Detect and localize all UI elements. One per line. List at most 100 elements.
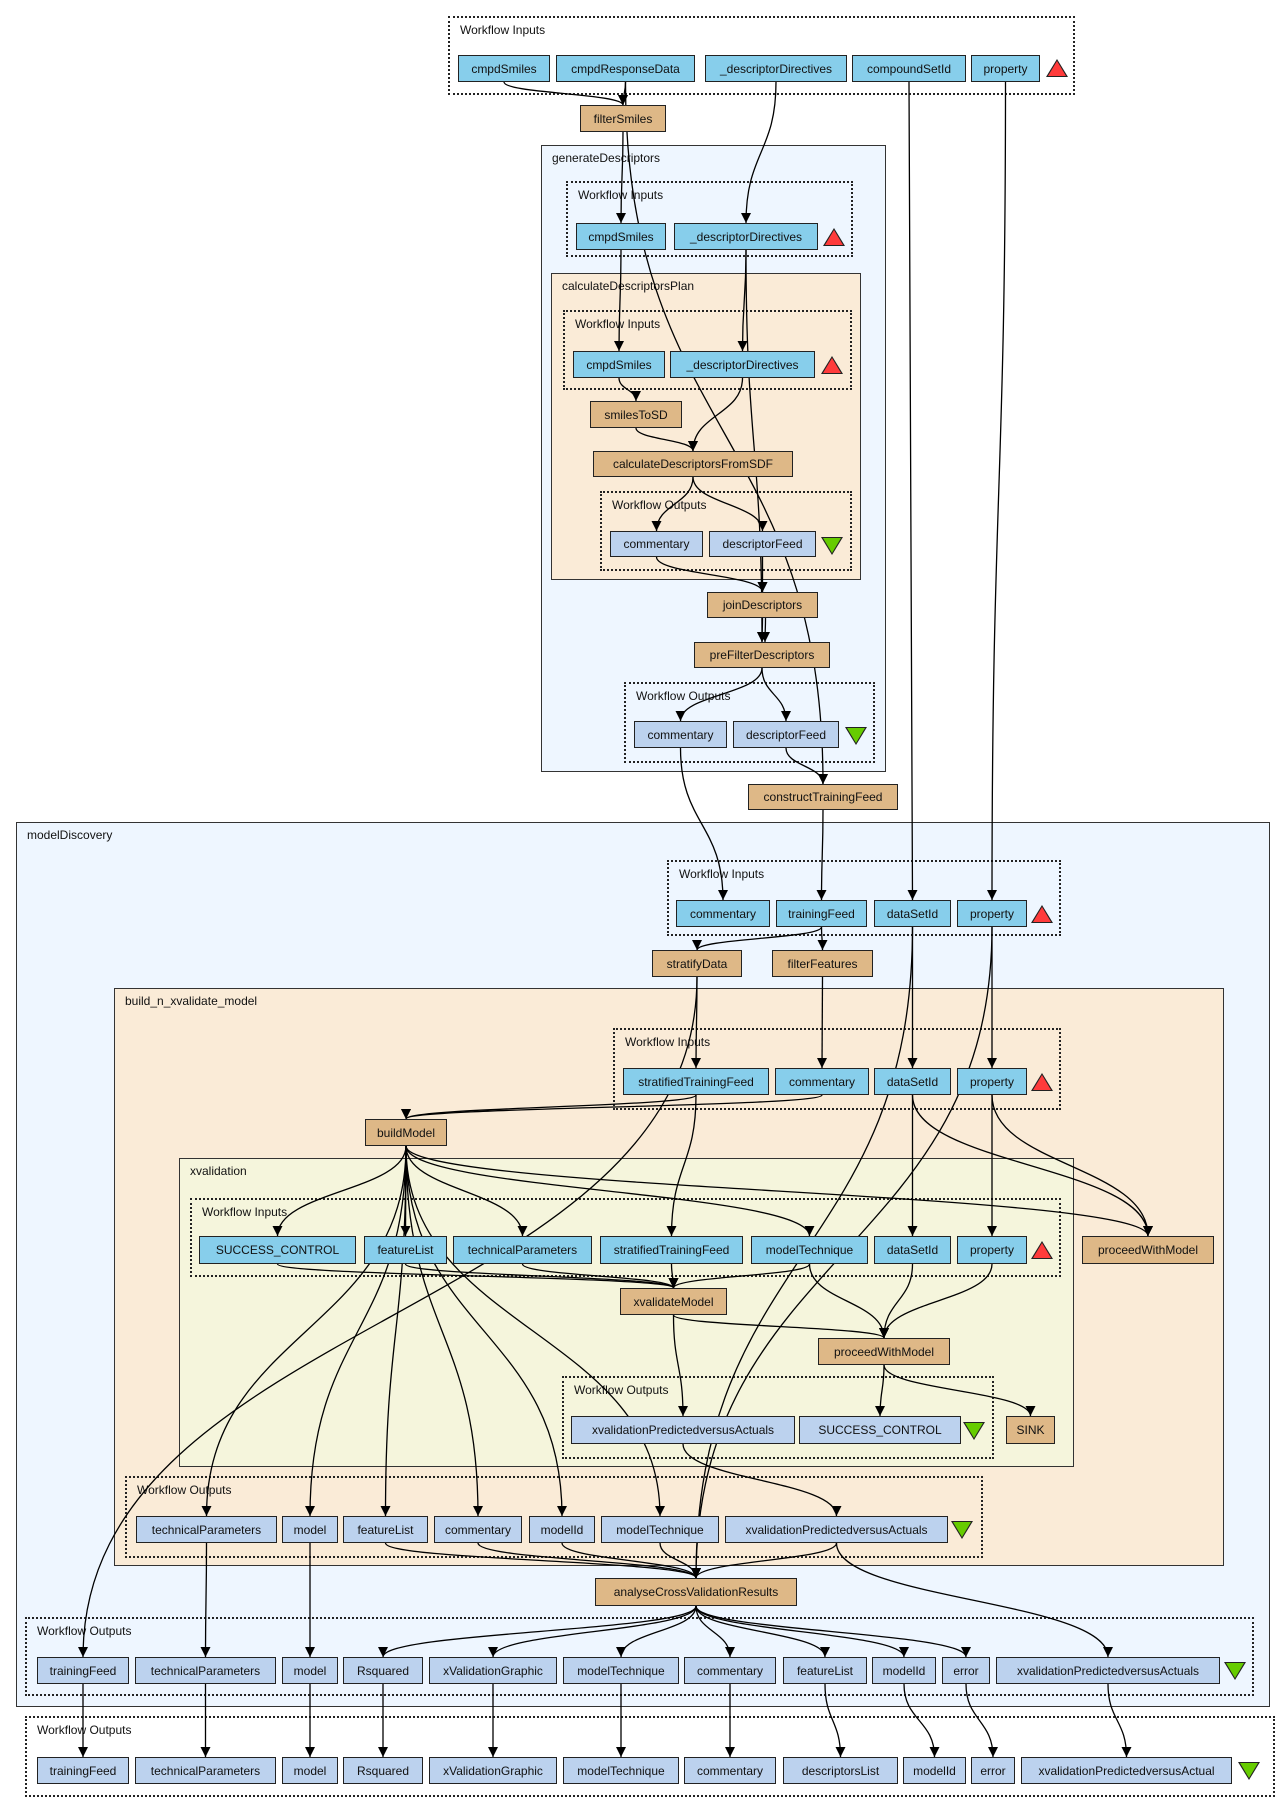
output-port-bo-featurelist[interactable]: featureList bbox=[343, 1516, 428, 1543]
input-port-mi-datasetid[interactable]: dataSetId bbox=[874, 900, 951, 927]
output-port-mo-model[interactable]: model bbox=[282, 1657, 338, 1684]
processor-p-calculatedescriptorsfromsdf[interactable]: calculateDescriptorsFromSDF bbox=[593, 451, 793, 477]
input-port-bi-property[interactable]: property bbox=[957, 1068, 1027, 1095]
cluster-label: calculateDescriptorsPlan bbox=[562, 279, 695, 293]
input-port-ci-cmpdsmiles[interactable]: cmpdSmiles bbox=[573, 351, 665, 378]
input-port-bi-commentary[interactable]: commentary bbox=[775, 1068, 869, 1095]
calculate-descriptors-inputs: Workflow Inputs bbox=[563, 310, 852, 390]
outputs-marker-icon bbox=[963, 1422, 985, 1440]
output-port-mo-modelid[interactable]: modelId bbox=[872, 1657, 936, 1684]
output-port-bo-commentary[interactable]: commentary bbox=[434, 1516, 522, 1543]
output-port-to-xvalidationpredictedversusactual[interactable]: xvalidationPredictedversusActual bbox=[1021, 1757, 1232, 1784]
input-port-xi-property[interactable]: property bbox=[957, 1236, 1027, 1264]
input-port-xi-featurelist[interactable]: featureList bbox=[364, 1236, 447, 1264]
cluster-label: generateDescriptors bbox=[552, 151, 661, 165]
processor-p-analysecrossvalidationresults[interactable]: analyseCrossValidationResults bbox=[595, 1578, 797, 1606]
cluster-label: Workflow Inputs bbox=[578, 188, 664, 202]
top-workflow-outputs: Workflow Outputs bbox=[25, 1716, 1275, 1797]
input-port-xi-technicalparameters[interactable]: technicalParameters bbox=[453, 1236, 592, 1264]
outputs-marker-icon bbox=[1224, 1662, 1246, 1680]
edge-ti-property-to-mi-property bbox=[987, 81, 1007, 901]
output-port-to-modelid[interactable]: modelId bbox=[903, 1757, 966, 1784]
output-port-mo-error[interactable]: error bbox=[942, 1657, 990, 1684]
output-port-bo-modelid[interactable]: modelId bbox=[529, 1516, 595, 1543]
output-port-bo-model[interactable]: model bbox=[282, 1516, 338, 1543]
cluster-label: Workflow Inputs bbox=[575, 317, 661, 331]
inputs-marker-icon bbox=[1031, 905, 1053, 923]
processor-p-sink[interactable]: SINK bbox=[1006, 1416, 1055, 1444]
output-port-to-technicalparameters[interactable]: technicalParameters bbox=[135, 1757, 276, 1784]
input-port-mi-commentary[interactable]: commentary bbox=[676, 900, 770, 927]
output-port-mo-modeltechnique[interactable]: modelTechnique bbox=[563, 1657, 679, 1684]
cluster-label: Workflow Outputs bbox=[37, 1723, 132, 1737]
cluster-label: Workflow Inputs bbox=[679, 867, 765, 881]
processor-p-filtersmiles[interactable]: filterSmiles bbox=[580, 105, 666, 132]
processor-p-filterfeatures[interactable]: filterFeatures bbox=[772, 950, 873, 977]
output-port-mo-featurelist[interactable]: featureList bbox=[783, 1657, 867, 1684]
cluster-label: Workflow Outputs bbox=[636, 689, 731, 703]
input-port-xi-datasetid[interactable]: dataSetId bbox=[874, 1236, 951, 1264]
output-port-xo-xvalidationpredictedversusactuals[interactable]: xvalidationPredictedversusActuals bbox=[571, 1416, 795, 1444]
output-port-mo-xvalidationpredictedversusactuals[interactable]: xvalidationPredictedversusActuals bbox=[996, 1657, 1220, 1684]
processor-p-xvalidatemodel[interactable]: xvalidateModel bbox=[620, 1288, 727, 1315]
processor-p-prefilterdescriptors[interactable]: preFilterDescriptors bbox=[694, 642, 830, 668]
input-port-bi-datasetid[interactable]: dataSetId bbox=[874, 1068, 951, 1095]
cluster-label: Workflow Outputs bbox=[612, 498, 707, 512]
output-port-mo-commentary[interactable]: commentary bbox=[684, 1657, 776, 1684]
input-port-ci-descriptordirectives[interactable]: _descriptorDirectives bbox=[670, 351, 815, 378]
cluster-label: Workflow Outputs bbox=[37, 1624, 132, 1638]
input-port-xi-stratifiedtrainingfeed[interactable]: stratifiedTrainingFeed bbox=[600, 1236, 743, 1264]
output-port-mo-technicalparameters[interactable]: technicalParameters bbox=[135, 1657, 276, 1684]
outputs-marker-icon bbox=[845, 727, 867, 745]
processor-p-buildmodel[interactable]: buildModel bbox=[365, 1119, 447, 1146]
input-port-ti-cmpdsmiles[interactable]: cmpdSmiles bbox=[458, 55, 550, 82]
output-port-to-commentary[interactable]: commentary bbox=[684, 1757, 776, 1784]
output-port-xo-success-control[interactable]: SUCCESS_CONTROL bbox=[799, 1416, 961, 1444]
processor-p-stratifydata[interactable]: stratifyData bbox=[652, 950, 742, 977]
cluster-label: xvalidation bbox=[190, 1164, 247, 1178]
output-port-to-error[interactable]: error bbox=[971, 1757, 1015, 1784]
output-port-go-commentary[interactable]: commentary bbox=[634, 721, 727, 748]
output-port-mo-xvalidationgraphic[interactable]: xValidationGraphic bbox=[429, 1657, 557, 1684]
input-port-bi-stratifiedtrainingfeed[interactable]: stratifiedTrainingFeed bbox=[623, 1068, 769, 1095]
output-port-to-trainingfeed[interactable]: trainingFeed bbox=[37, 1757, 129, 1784]
processor-p-constructtrainingfeed[interactable]: constructTrainingFeed bbox=[748, 784, 898, 810]
output-port-bo-xvalidationpredictedversusactuals[interactable]: xvalidationPredictedversusActuals bbox=[725, 1516, 948, 1543]
output-port-go-descriptorfeed[interactable]: descriptorFeed bbox=[733, 721, 839, 748]
outputs-marker-icon bbox=[951, 1521, 973, 1539]
output-port-bo-modeltechnique[interactable]: modelTechnique bbox=[601, 1516, 719, 1543]
inputs-marker-icon bbox=[821, 356, 843, 374]
output-port-co-descriptorfeed[interactable]: descriptorFeed bbox=[709, 531, 816, 557]
input-port-ti-compoundsetid[interactable]: compoundSetId bbox=[852, 55, 966, 82]
output-port-to-model[interactable]: model bbox=[282, 1757, 338, 1784]
cluster-label: Workflow Inputs bbox=[202, 1205, 288, 1219]
processor-p-proceedwithmodel-outer[interactable]: proceedWithModel bbox=[1082, 1236, 1214, 1264]
output-port-bo-technicalparameters[interactable]: technicalParameters bbox=[136, 1516, 277, 1543]
input-port-xi-modeltechnique[interactable]: modelTechnique bbox=[751, 1236, 868, 1264]
inputs-marker-icon bbox=[1031, 1073, 1053, 1091]
processor-p-smilestosd[interactable]: smilesToSD bbox=[590, 401, 682, 428]
cluster-label: build_n_xvalidate_model bbox=[125, 994, 258, 1008]
output-port-to-descriptorslist[interactable]: descriptorsList bbox=[783, 1757, 898, 1784]
output-port-mo-trainingfeed[interactable]: trainingFeed bbox=[37, 1657, 129, 1684]
output-port-co-commentary[interactable]: commentary bbox=[610, 531, 703, 557]
input-port-mi-property[interactable]: property bbox=[957, 900, 1027, 927]
input-port-ti-descriptordirectives[interactable]: _descriptorDirectives bbox=[705, 55, 847, 82]
cluster-label: modelDiscovery bbox=[27, 828, 113, 842]
output-port-to-rsquared[interactable]: Rsquared bbox=[343, 1757, 423, 1784]
inputs-marker-icon bbox=[1031, 1241, 1053, 1259]
processor-p-joindescriptors[interactable]: joinDescriptors bbox=[707, 592, 818, 618]
input-port-gi-cmpdsmiles[interactable]: cmpdSmiles bbox=[576, 223, 666, 250]
inputs-marker-icon bbox=[1046, 59, 1068, 77]
output-port-to-modeltechnique[interactable]: modelTechnique bbox=[563, 1757, 679, 1784]
input-port-mi-trainingfeed[interactable]: trainingFeed bbox=[776, 900, 867, 927]
input-port-ti-cmpdresponsedata[interactable]: cmpdResponseData bbox=[556, 55, 695, 82]
input-port-xi-success-control[interactable]: SUCCESS_CONTROL bbox=[199, 1236, 356, 1264]
edge-ti-compoundsetid-to-mi-datasetid bbox=[907, 81, 918, 901]
output-port-mo-rsquared[interactable]: Rsquared bbox=[343, 1657, 423, 1684]
input-port-gi-descriptordirectives[interactable]: _descriptorDirectives bbox=[674, 223, 818, 250]
output-port-to-xvalidationgraphic[interactable]: xValidationGraphic bbox=[429, 1757, 557, 1784]
input-port-ti-property[interactable]: property bbox=[971, 55, 1040, 82]
processor-p-proceedwithmodel-inner[interactable]: proceedWithModel bbox=[818, 1338, 950, 1365]
